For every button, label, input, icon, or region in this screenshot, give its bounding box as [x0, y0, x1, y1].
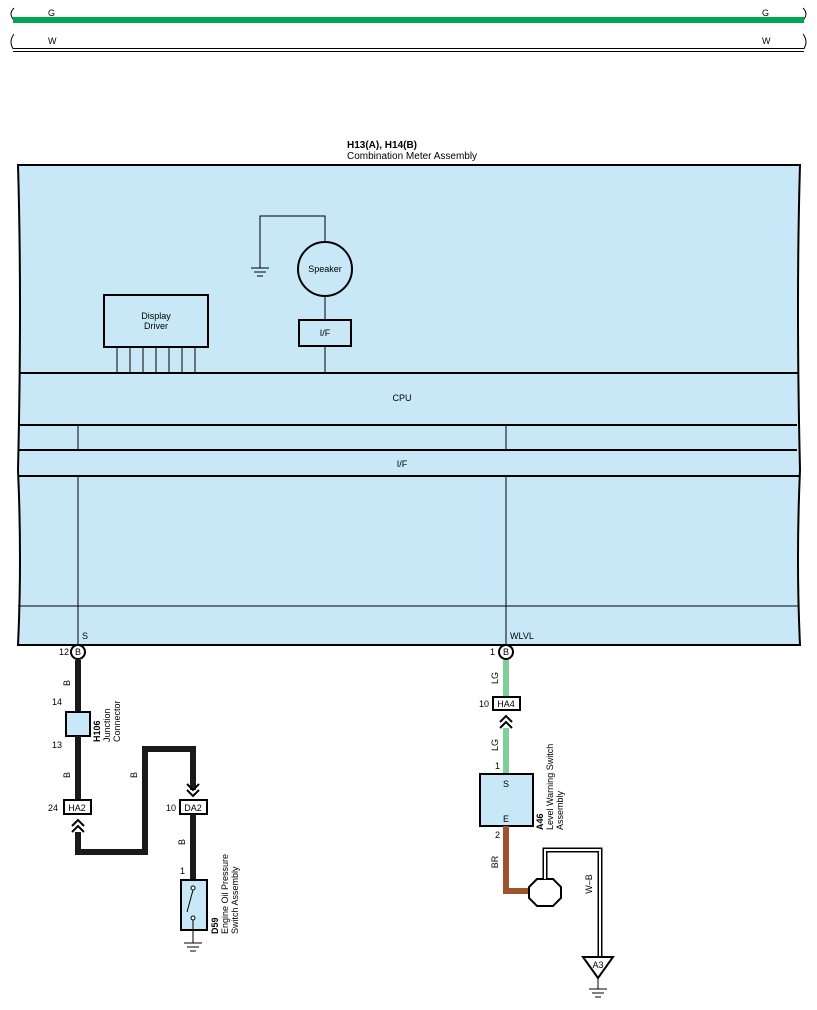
display-driver: Display Driver [103, 294, 209, 373]
connector-ha4-chevron-icon [499, 714, 513, 729]
display-driver-line2: Driver [144, 321, 168, 331]
connector-terminal-1 [498, 644, 514, 660]
jc-pin-14: 14 [52, 697, 62, 707]
left-circuit: B 12 B 14 13 H106 Junction Connector B H… [48, 644, 240, 952]
ground-a3-label: A3 [592, 960, 603, 970]
engine-oil-pressure-switch [180, 879, 208, 931]
conn-b-left: B [75, 647, 81, 657]
g-label-left: G [48, 8, 55, 18]
top-wire-bundle: G G W W [10, 7, 807, 52]
level-warning-switch [479, 773, 534, 827]
wire-b-label-1: B [62, 680, 72, 686]
wire-break-right-w [802, 33, 807, 51]
jc-code: H106 [92, 720, 102, 742]
wire-b-label-2: B [62, 772, 72, 778]
wire-w-b [542, 847, 603, 958]
wire-b-segment-3 [75, 746, 196, 855]
sw-pin-1: 1 [180, 866, 185, 876]
wire-break-left-w [10, 33, 15, 51]
ground-junction-octagon-icon [528, 878, 562, 907]
connector-da2-chevron-icon [186, 783, 200, 798]
jc-name-line2: Connector [112, 700, 122, 742]
wire-b-label-4: B [177, 839, 187, 845]
pin-1-wlvl: 1 [490, 647, 495, 657]
meter-name: Combination Meter Assembly [347, 151, 477, 162]
w-label-left: W [48, 36, 57, 46]
display-driver-line1: Display [141, 311, 171, 321]
pin-10-ha4: 10 [479, 699, 489, 709]
ground-point-a3-icon [581, 956, 615, 980]
wire-wb-label: W–B [584, 874, 594, 894]
connector-ha2-chevron-icon [71, 818, 85, 833]
ha4-label: HA4 [497, 699, 515, 709]
wire-lg-label-2: LG [490, 739, 500, 751]
sw-code-a46: A46 [535, 813, 545, 830]
w-label-right: W [762, 36, 771, 46]
sw-name-line1-a46: Level Warning Switch [545, 744, 555, 830]
pin-24: 24 [48, 803, 58, 813]
wire-b-label-3: B [129, 772, 139, 778]
switch-contact-icon [186, 889, 194, 913]
da2-label: DA2 [184, 803, 202, 813]
ha2-label: HA2 [68, 803, 86, 813]
conn-b-right: B [503, 647, 509, 657]
connector-ha4 [492, 696, 521, 711]
sw-name-line1: Engine Oil Pressure [220, 854, 230, 934]
wire-br-label: BR [490, 855, 500, 868]
jc-name-line1: Junction [102, 708, 112, 742]
sw-name-line2: Switch Assembly [230, 866, 240, 934]
meter-codes: H13(A), H14(B) [347, 140, 417, 151]
if-upper-label: I/F [320, 328, 331, 338]
sw-pin-1-s: 1 [495, 761, 500, 771]
sw-pin-2: 2 [495, 830, 500, 840]
sw-s-label: S [503, 779, 509, 789]
connector-terminal-12 [70, 644, 86, 660]
if-lower-label: I/F [397, 459, 408, 469]
wire-br [503, 826, 531, 894]
connector-ha2 [63, 799, 92, 815]
cpu-label: CPU [392, 393, 411, 403]
sw-name-line2-a46: Assembly [555, 790, 565, 830]
speaker-label: Speaker [308, 264, 342, 274]
pin-s-label: S [82, 631, 88, 641]
pin-10-da2: 10 [166, 803, 176, 813]
g-label-right: G [762, 8, 769, 18]
right-circuit: B 1 LG HA4 10 LG 1 S E 2 A46 Level Warni… [479, 644, 615, 998]
jc-pin-13: 13 [52, 740, 62, 750]
speaker-ground-wire [259, 215, 326, 268]
combination-meter-assembly [16, 164, 802, 646]
sw-code-d59: D59 [210, 917, 220, 934]
sw-e-label: E [503, 814, 509, 824]
pin-wlvl-label: WLVL [510, 631, 534, 641]
speaker-circuit: Speaker I/F [251, 215, 353, 373]
pin-12: 12 [59, 647, 69, 657]
junction-connector-h106 [65, 711, 91, 737]
wire-lg-label-1: LG [490, 672, 500, 684]
